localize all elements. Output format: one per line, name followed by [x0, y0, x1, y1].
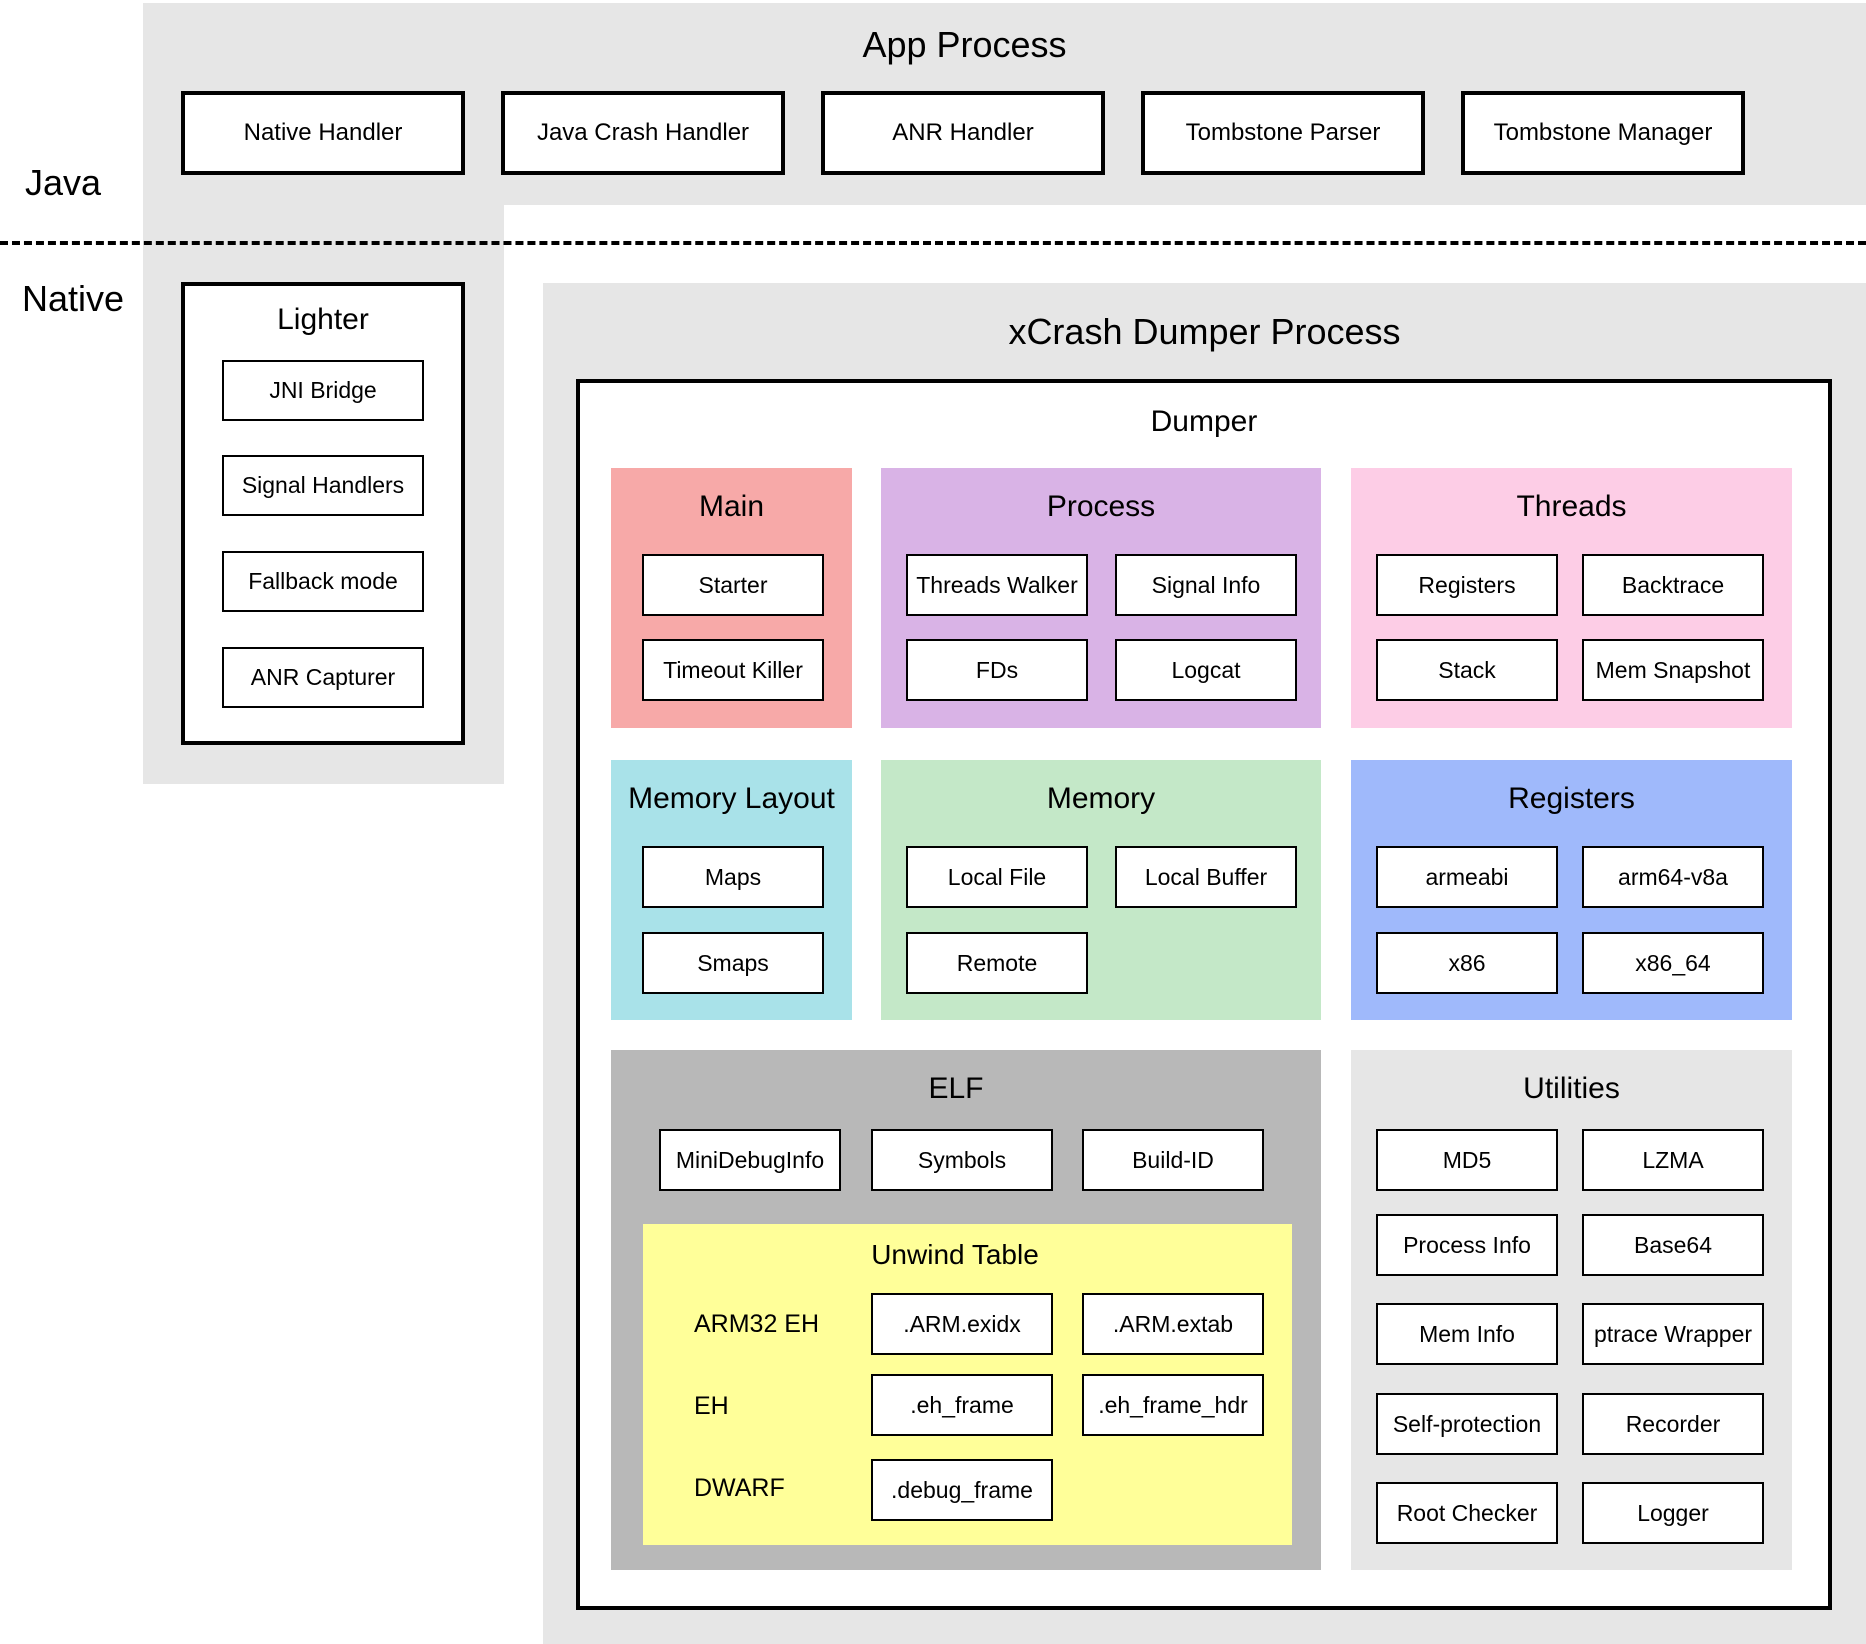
- mem-snapshot-box: Mem Snapshot: [1582, 639, 1764, 701]
- utilities-title: Utilities: [1523, 1072, 1620, 1105]
- native-handler-box: Native Handler: [181, 91, 465, 175]
- java-layer-label: Java: [25, 162, 102, 203]
- elf-title: ELF: [928, 1072, 984, 1105]
- arm-extab-box: .ARM.extab: [1082, 1293, 1264, 1355]
- java-crash-handler-box: Java Crash Handler: [501, 91, 785, 175]
- remote-box: Remote: [906, 932, 1088, 994]
- java-native-separator: [0, 241, 1866, 245]
- main-title: Main: [698, 490, 765, 523]
- md5-box: MD5: [1376, 1129, 1558, 1191]
- fds-box: FDs: [906, 639, 1088, 701]
- dwarf-label: DWARF: [694, 1474, 785, 1502]
- unwind-table-title: Unwind Table: [871, 1239, 1039, 1270]
- eh-frame-hdr-box: .eh_frame_hdr: [1082, 1374, 1264, 1436]
- eh-frame-box: .eh_frame: [871, 1374, 1053, 1436]
- timeout-killer-box: Timeout Killer: [642, 639, 824, 701]
- ptrace-wrapper-box: ptrace Wrapper: [1582, 1303, 1764, 1365]
- symbols-box: Symbols: [871, 1129, 1053, 1191]
- anr-handler-box: ANR Handler: [821, 91, 1105, 175]
- dumper-title: Dumper: [1150, 405, 1258, 438]
- root-checker-box: Root Checker: [1376, 1482, 1558, 1544]
- build-id-box: Build-ID: [1082, 1129, 1264, 1191]
- lighter-title: Lighter: [277, 303, 369, 336]
- process-title: Process: [1046, 490, 1156, 523]
- dumper-process-title: xCrash Dumper Process: [1008, 311, 1401, 352]
- registers-title: Registers: [1508, 782, 1635, 815]
- stack-box: Stack: [1376, 639, 1558, 701]
- signal-info-box: Signal Info: [1115, 554, 1297, 616]
- arm64-v8a-box: arm64-v8a: [1582, 846, 1764, 908]
- jni-bridge-box: JNI Bridge: [222, 360, 424, 421]
- x86-box: x86: [1376, 932, 1558, 994]
- recorder-box: Recorder: [1582, 1393, 1764, 1455]
- tombstone-parser-box: Tombstone Parser: [1141, 91, 1425, 175]
- fallback-mode-box: Fallback mode: [222, 551, 424, 612]
- threads-registers-box: Registers: [1376, 554, 1558, 616]
- anr-capturer-box: ANR Capturer: [222, 647, 424, 708]
- backtrace-box: Backtrace: [1582, 554, 1764, 616]
- logcat-box: Logcat: [1115, 639, 1297, 701]
- threads-title: Threads: [1516, 490, 1627, 523]
- app-process-title: App Process: [862, 24, 1067, 65]
- local-buffer-box: Local Buffer: [1115, 846, 1297, 908]
- memory-layout-title: Memory Layout: [628, 782, 835, 815]
- starter-box: Starter: [642, 554, 824, 616]
- minidebuginfo-box: MiniDebugInfo: [659, 1129, 841, 1191]
- arm32-eh-label: ARM32 EH: [694, 1310, 820, 1338]
- logger-box: Logger: [1582, 1482, 1764, 1544]
- signal-handlers-box: Signal Handlers: [222, 455, 424, 516]
- base64-box: Base64: [1582, 1214, 1764, 1276]
- maps-box: Maps: [642, 846, 824, 908]
- debug-frame-box: .debug_frame: [871, 1459, 1053, 1521]
- process-info-box: Process Info: [1376, 1214, 1558, 1276]
- native-layer-label: Native: [22, 278, 125, 319]
- arm-exidx-box: .ARM.exidx: [871, 1293, 1053, 1355]
- x86-64-box: x86_64: [1582, 932, 1764, 994]
- tombstone-manager-box: Tombstone Manager: [1461, 91, 1745, 175]
- armeabi-box: armeabi: [1376, 846, 1558, 908]
- mem-info-box: Mem Info: [1376, 1303, 1558, 1365]
- memory-title: Memory: [1046, 782, 1156, 815]
- lzma-box: LZMA: [1582, 1129, 1764, 1191]
- smaps-box: Smaps: [642, 932, 824, 994]
- local-file-box: Local File: [906, 846, 1088, 908]
- self-protection-box: Self-protection: [1376, 1393, 1558, 1455]
- threads-walker-box: Threads Walker: [906, 554, 1088, 616]
- eh-label: EH: [694, 1392, 729, 1420]
